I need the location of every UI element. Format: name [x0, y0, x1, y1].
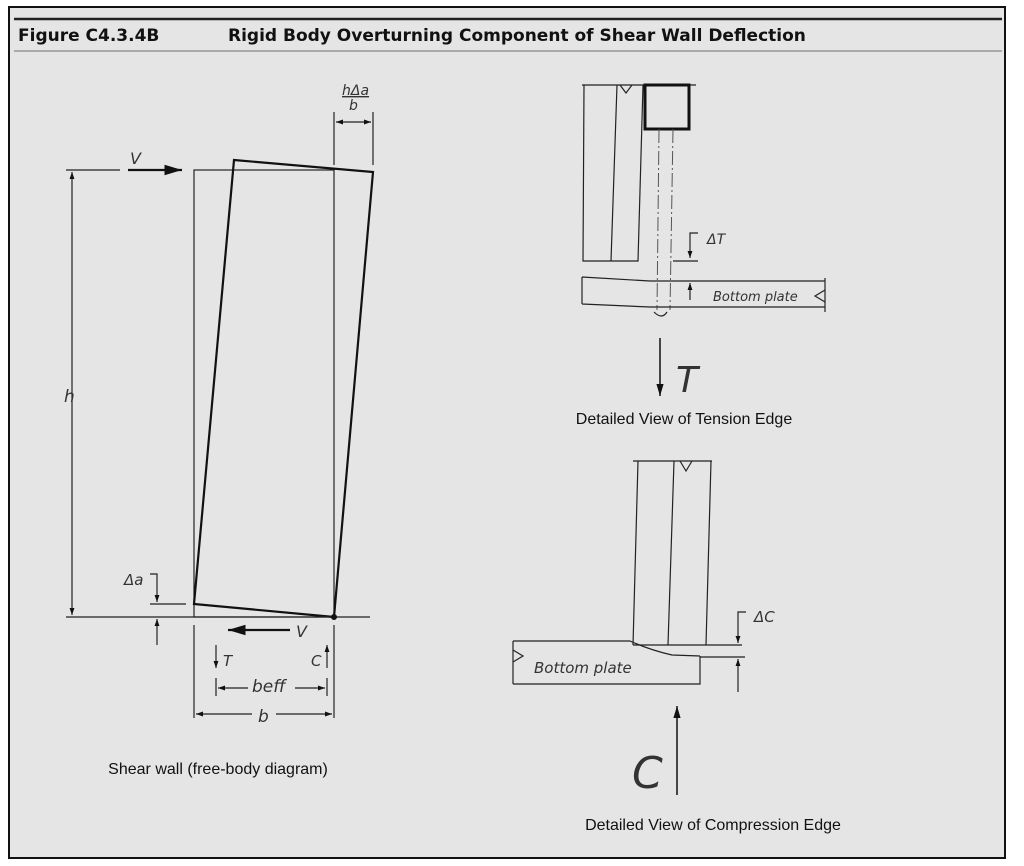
- stud-notch: [679, 460, 693, 473]
- hold-down-bracket: [643, 83, 691, 131]
- compression-caption: Detailed View of Compression Edge: [585, 817, 841, 834]
- bottom-plate: [581, 276, 825, 308]
- v-top-label: V: [130, 149, 142, 168]
- h-delta-denominator: b: [349, 98, 358, 114]
- drawing-stroke: [653, 311, 668, 317]
- drawing-stroke: [813, 278, 826, 312]
- h-label: h: [64, 387, 75, 407]
- shear-wall-diagram: V h hΔa b Δa V T C beff b Shear wall (fr…: [64, 83, 375, 778]
- drawing-stroke: [667, 460, 675, 646]
- t-label: T: [223, 652, 234, 670]
- tension-caption: Detailed View of Tension Edge: [576, 411, 793, 428]
- h-delta-numerator: hΔa: [342, 83, 369, 99]
- drawing-stroke: [735, 611, 746, 643]
- anchor-rod: [656, 128, 660, 311]
- drawing-stroke: [632, 460, 639, 646]
- drawing-stroke: [150, 573, 160, 602]
- delta-a-label: Δa: [123, 571, 143, 589]
- drawing-stroke: [705, 460, 712, 646]
- drawing-stroke: [512, 649, 525, 663]
- compression-edge-detail: Bottom plate ΔC C Detailed View of Compr…: [512, 460, 841, 834]
- b-label: b: [258, 707, 269, 727]
- delta-c-label: ΔC: [753, 608, 775, 626]
- tension-plate-label: Bottom plate: [713, 290, 798, 305]
- delta-t-label: ΔT: [706, 232, 727, 248]
- c-label: C: [311, 652, 322, 670]
- drawing-stroke: [582, 84, 644, 262]
- compression-plate-label: Bottom plate: [534, 659, 632, 677]
- compression-force-label: C: [632, 748, 663, 799]
- v-bottom-label: V: [296, 622, 308, 641]
- shear-wall-caption: Shear wall (free-body diagram): [108, 761, 328, 778]
- figure-number: Figure C4.3.4B: [18, 26, 159, 46]
- tension-force-label: T: [676, 360, 701, 401]
- bottom-plate: [512, 640, 701, 685]
- drawing-stroke: [687, 232, 698, 258]
- stud-notch: [619, 84, 633, 94]
- drawing-stroke: [610, 84, 618, 262]
- pivot-point: [331, 614, 337, 620]
- drawing-stroke: [669, 128, 674, 311]
- figure-frame: [8, 6, 1006, 859]
- b-eff-label: beff: [252, 677, 287, 697]
- tension-edge-detail: Bottom plate ΔT T Detailed View of Tensi…: [576, 83, 826, 428]
- figure-title: Rigid Body Overturning Component of Shea…: [228, 26, 806, 46]
